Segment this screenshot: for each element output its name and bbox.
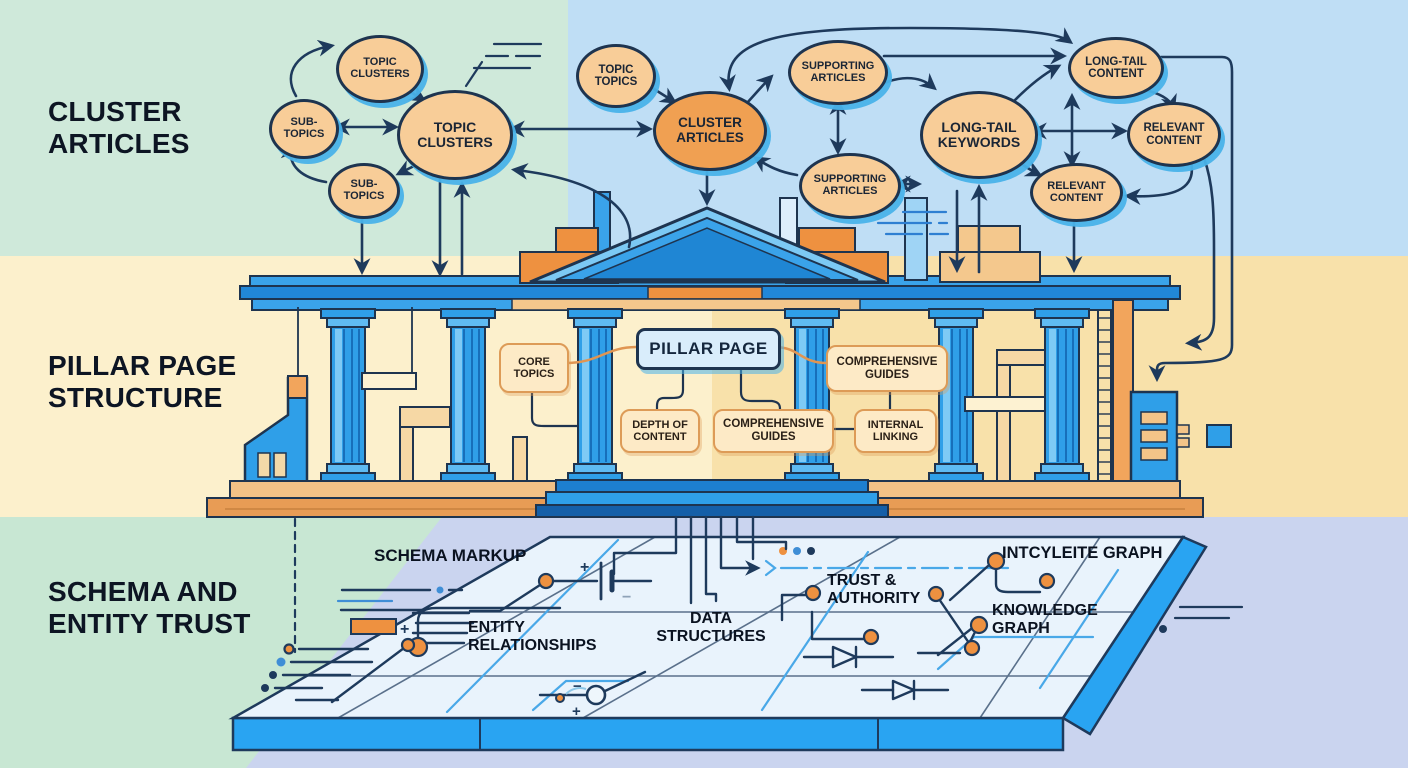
tag-comprehensive-guides-right: COMPREHENSIVE GUIDES: [826, 345, 948, 392]
node-supporting-articles-top: SUPPORTING ARTICLES: [788, 40, 888, 105]
node-long-tail-keywords: LONG-TAIL KEYWORDS: [920, 91, 1038, 179]
node-topic-topics: TOPIC TOPICS: [576, 44, 656, 108]
opamp-plus: +: [572, 703, 581, 720]
node-supporting-articles-bottom: SUPPORTING ARTICLES: [799, 153, 901, 219]
resistor-plus: +: [400, 621, 409, 638]
tag-core-topics: CORE TOPICS: [499, 343, 569, 393]
temple-board-wires: [293, 515, 788, 654]
node-long-tail-content: LONG-TAIL CONTENT: [1068, 37, 1164, 99]
circuit-board: + − + − +: [228, 535, 1208, 752]
node-topic-clusters-small: TOPIC CLUSTERS: [336, 35, 424, 103]
battery-minus: −: [622, 589, 631, 606]
tag-pillar-page: PILLAR PAGE: [636, 328, 781, 370]
node-sub-topics-2: SUB- TOPICS: [328, 163, 400, 219]
temple-illustration: [206, 191, 1232, 518]
board-label-knowledge-graph: KNOWLEDGE GRAPH: [992, 602, 1098, 637]
node-cluster-articles-hub: CLUSTER ARTICLES: [653, 91, 767, 171]
node-topic-clusters-main: TOPIC CLUSTERS: [397, 90, 513, 180]
tag-internal-linking: INTERNAL LINKING: [854, 409, 937, 453]
node-sub-topics-1: SUB- TOPICS: [269, 99, 339, 159]
section-title-schema-entity-trust: SCHEMA AND ENTITY TRUST: [48, 576, 251, 640]
tag-comprehensive-guides-mid: COMPREHENSIVE GUIDES: [713, 409, 834, 453]
section-title-pillar-page-structure: PILLAR PAGE STRUCTURE: [48, 350, 237, 414]
board-label-intcyleite-graph: INTCYLEITE GRAPH: [1002, 544, 1163, 562]
tag-depth-of-content: DEPTH OF CONTENT: [620, 409, 700, 453]
board-label-entity-relationships: ENTITY RELATIONSHIPS: [468, 619, 597, 654]
battery-plus: +: [580, 559, 589, 576]
node-relevant-content-bottom: RELEVANT CONTENT: [1030, 163, 1123, 222]
board-label-data-structures: DATA STRUCTURES: [656, 610, 766, 645]
opamp-minus: −: [573, 678, 582, 695]
board-label-schema-markup: SCHEMA MARKUP: [374, 546, 527, 565]
board-label-trust-authority: TRUST & AUTHORITY: [827, 572, 921, 607]
speed-dashes: [464, 42, 1244, 633]
section-title-cluster-articles: CLUSTER ARTICLES: [48, 96, 190, 160]
node-relevant-content-right: RELEVANT CONTENT: [1127, 102, 1221, 167]
